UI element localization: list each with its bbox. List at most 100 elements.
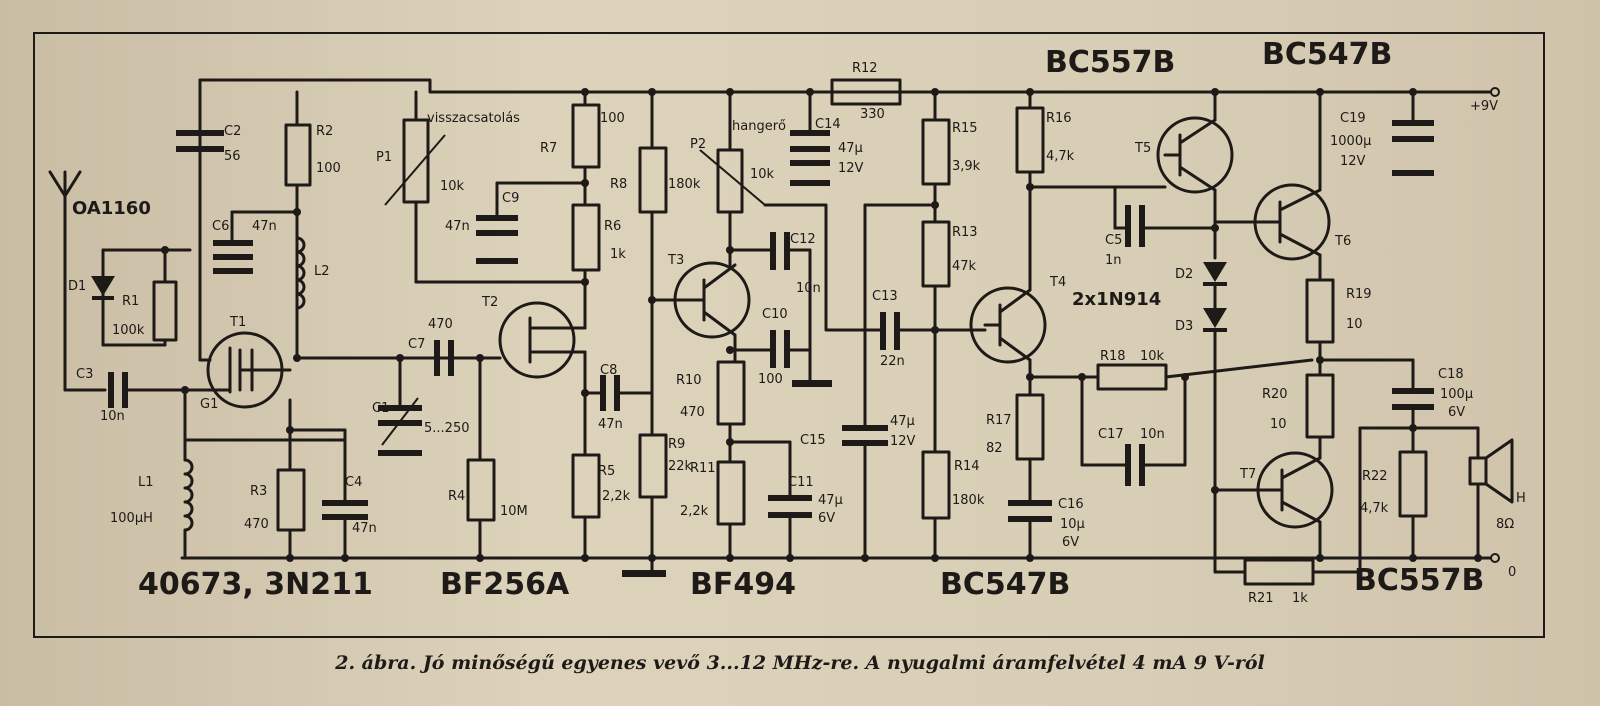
value-r12: 330 bbox=[860, 107, 885, 122]
label-r15: R15 bbox=[952, 121, 978, 136]
junction-dots bbox=[161, 88, 1482, 562]
value-r18: 10k bbox=[1140, 349, 1165, 364]
value-r4: 10M bbox=[500, 504, 528, 519]
diode-d2 bbox=[1203, 262, 1227, 282]
ground-terminal bbox=[1490, 553, 1500, 563]
value-c18-voltage: 6V bbox=[1448, 405, 1465, 420]
label-c15: C15 bbox=[800, 433, 826, 448]
label-r21: R21 bbox=[1248, 591, 1274, 606]
resistor-r7 bbox=[571, 103, 601, 169]
label-r8: R8 bbox=[610, 177, 627, 192]
label-c8: C8 bbox=[600, 363, 617, 378]
label-c5: C5 bbox=[1105, 233, 1122, 248]
value-r13: 47k bbox=[952, 259, 977, 274]
value-c16: 10µ bbox=[1060, 517, 1085, 532]
type-t7: BC557B bbox=[1354, 563, 1484, 598]
label-l1: L1 bbox=[138, 475, 154, 490]
resistor-r14 bbox=[921, 450, 951, 520]
resistor-r21 bbox=[1243, 558, 1315, 586]
inductor-l2 bbox=[295, 236, 306, 310]
resistor-r1 bbox=[152, 280, 178, 342]
value-c5: 1n bbox=[1105, 253, 1122, 268]
type-t1: 40673, 3N211 bbox=[138, 567, 373, 602]
label-diodes-type: 2x1N914 bbox=[1072, 289, 1161, 310]
label-d2: D2 bbox=[1175, 267, 1193, 282]
transistor-t2 bbox=[498, 301, 587, 379]
ground-symbol bbox=[622, 570, 666, 577]
capacitor-c9 bbox=[476, 215, 518, 221]
diode-d3 bbox=[1203, 308, 1227, 328]
value-r11: 2,2k bbox=[680, 504, 709, 519]
label-oa1160: OA1160 bbox=[72, 198, 151, 219]
type-t4: BC547B bbox=[940, 567, 1070, 602]
capacitor-c1 bbox=[378, 405, 422, 411]
type-t3: BF494 bbox=[690, 567, 796, 602]
transistor-t1 bbox=[206, 331, 292, 409]
resistor-r22 bbox=[1398, 450, 1428, 518]
label-r9: R9 bbox=[668, 437, 685, 452]
value-c15-voltage: 12V bbox=[890, 434, 916, 449]
value-r10: 470 bbox=[680, 405, 705, 420]
value-r22: 4,7k bbox=[1360, 501, 1389, 516]
transistor-t3 bbox=[650, 261, 751, 339]
value-r5: 2,2k bbox=[602, 489, 631, 504]
label-r18: R18 bbox=[1100, 349, 1126, 364]
value-c11: 47µ bbox=[818, 493, 843, 508]
label-c14: C14 bbox=[815, 117, 841, 132]
capacitor-c7 bbox=[434, 340, 440, 376]
label-visszacsatolas: visszacsatolás bbox=[427, 111, 520, 126]
value-c4: 47n bbox=[352, 521, 377, 536]
label-r4: R4 bbox=[448, 489, 465, 504]
capacitor-c11 bbox=[768, 495, 812, 501]
label-c6: C6 bbox=[212, 219, 229, 234]
label-t7: T7 bbox=[1239, 467, 1256, 482]
value-p1: 10k bbox=[440, 179, 465, 194]
resistor-r16 bbox=[1015, 106, 1045, 174]
label-l2: L2 bbox=[314, 264, 330, 279]
value-r2: 100 bbox=[316, 161, 341, 176]
value-r9: 22k bbox=[668, 459, 693, 474]
label-r10: R10 bbox=[676, 373, 702, 388]
potentiometer-p2 bbox=[716, 148, 744, 214]
capacitor-c10 bbox=[770, 330, 776, 368]
value-l1: 100µH bbox=[110, 511, 153, 526]
resistor-r9 bbox=[638, 433, 668, 499]
value-c1: 5...250 bbox=[424, 421, 469, 436]
capacitor-c6 bbox=[213, 240, 253, 246]
capacitor-c12 bbox=[770, 232, 776, 270]
type-t2: BF256A bbox=[440, 567, 570, 602]
value-c18: 100µ bbox=[1440, 387, 1473, 402]
capacitor-c4 bbox=[322, 500, 368, 506]
value-c19: 1000µ bbox=[1330, 134, 1371, 149]
label-r16: R16 bbox=[1046, 111, 1072, 126]
capacitor-c17 bbox=[1125, 444, 1131, 486]
potentiometer-p1 bbox=[402, 118, 430, 204]
value-c15: 47µ bbox=[890, 414, 915, 429]
capacitor-c19 bbox=[1392, 120, 1434, 126]
label-c2: C2 bbox=[224, 124, 241, 139]
value-r8: 180k bbox=[668, 177, 701, 192]
label-t4: T4 bbox=[1049, 275, 1066, 290]
label-c10: C10 bbox=[762, 307, 788, 322]
resistor-r13 bbox=[921, 220, 951, 288]
label-p2: P2 bbox=[690, 137, 706, 152]
capacitor-c14 bbox=[790, 130, 830, 136]
supply-rail bbox=[198, 78, 1492, 94]
value-r15: 3,9k bbox=[952, 159, 981, 174]
speaker-icon bbox=[1468, 426, 1514, 560]
resistor-r15 bbox=[921, 118, 951, 186]
capacitor-c8 bbox=[600, 375, 606, 411]
value-p2: 10k bbox=[750, 167, 775, 182]
value-r1: 100k bbox=[112, 323, 145, 338]
resistor-r6 bbox=[571, 203, 601, 272]
resistor-r3 bbox=[276, 468, 306, 532]
value-c3: 10n bbox=[100, 409, 125, 424]
value-speaker: 8Ω bbox=[1496, 517, 1514, 532]
value-r21: 1k bbox=[1292, 591, 1308, 606]
transistor-t6 bbox=[1213, 183, 1331, 261]
resistor-r18 bbox=[1096, 363, 1168, 391]
capacitor-c18 bbox=[1392, 388, 1434, 394]
resistor-r11 bbox=[716, 460, 746, 526]
label-c13: C13 bbox=[872, 289, 898, 304]
